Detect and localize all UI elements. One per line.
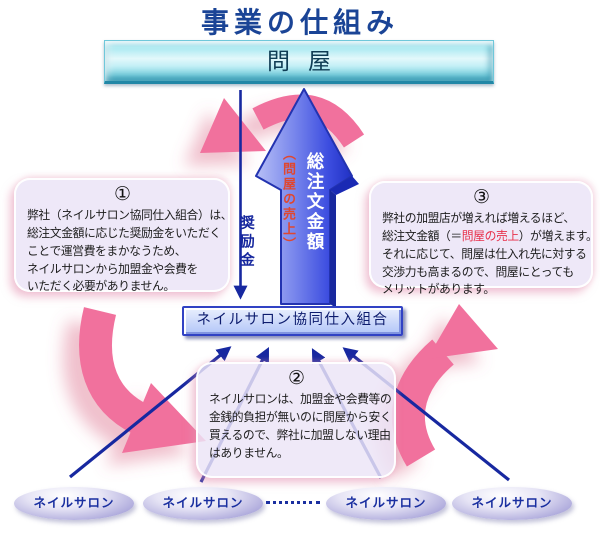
union-box: ネイルサロン協同仕入組合 <box>182 306 403 336</box>
note-1-line: 総注文金額に応じた奨励金をいただく <box>27 225 221 240</box>
note-3-line: 総注文金額（＝問屋の売上）が増えます。 <box>382 228 598 246</box>
pink-curved-arrow-right-head <box>427 304 498 359</box>
note-3: ③ 弊社の加盟店が増えれば増えるほど、 総注文金額（＝問屋の売上）が増えます。 … <box>369 181 598 296</box>
note-3-line: 弊社の加盟店が増えれば増えるほど、 <box>382 210 575 225</box>
salon-ellipsis-dots <box>266 501 320 504</box>
salon-ellipse-3: ネイルサロン <box>326 487 446 520</box>
note-3-line: それに応じて、問屋は仕入れ先に対する <box>382 246 587 261</box>
wholesaler-box: 問屋 <box>104 40 494 84</box>
note-3-line2-highlight: 問屋の売上 <box>461 228 519 243</box>
note-2-line: はありません。 <box>209 445 289 460</box>
note-3-line2-post: ）が増えます。 <box>518 228 598 243</box>
note-1-line: ネイルサロンから加盟金や会費を <box>27 261 198 276</box>
arrow-3d-face-right-wing <box>330 176 359 195</box>
incentive-label: 奨励金 <box>238 215 254 271</box>
page-title: 事業の仕組み <box>200 7 399 38</box>
pink-curved-arrow-top-head <box>200 98 266 153</box>
note-1: ① 弊社（ネイルサロン協同仕入組合）は、 総注文金額に応じた奨励金をいただく こ… <box>14 178 233 293</box>
note-3-number: ③ <box>472 187 491 208</box>
note-2-line: ネイルサロンは、加盟金や会費等の <box>209 391 392 406</box>
note-2: ② ネイルサロンは、加盟金や会費等の 金銭的負担が無いのに問屋から安く 買えるの… <box>196 362 396 478</box>
note-1-line: ことで運営費をまかなうため、 <box>27 243 187 258</box>
note-3-line: 交渉力も高まるので、問屋にとっても <box>382 264 574 279</box>
salon-ellipse-4: ネイルサロン <box>452 487 572 520</box>
pink-curved-arrow-left-head <box>122 383 206 453</box>
note-1-number: ① <box>113 184 132 205</box>
salon-ellipse-2: ネイルサロン <box>143 487 263 520</box>
order-amount-label: 総注文金額 <box>305 152 325 252</box>
arrow-3d-face-right-body <box>330 190 336 308</box>
order-amount-arrow <box>255 88 359 308</box>
pink-curved-arrow-left <box>79 307 149 434</box>
note-2-number: ② <box>287 368 306 389</box>
salon-ellipse-1: ネイルサロン <box>14 487 134 520</box>
note-3-line2-pre: 総注文金額（＝ <box>382 228 462 243</box>
note-2-line: 金銭的負担が無いのに問屋から安く <box>209 409 392 424</box>
wholesaler-sales-label: （問屋の売上） <box>281 147 296 252</box>
note-3-line: メリットがあります。 <box>382 282 495 297</box>
note-1-line: 弊社（ネイルサロン協同仕入組合）は、 <box>27 207 233 222</box>
note-1-line: いただく必要がありません。 <box>27 279 175 294</box>
note-2-line: 買えるので、弊社に加盟しない理由 <box>209 427 391 442</box>
